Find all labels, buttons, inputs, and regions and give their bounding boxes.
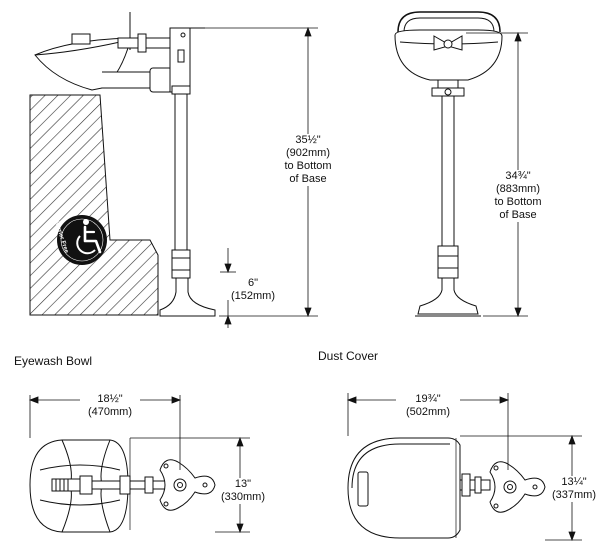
dim-side-base: 6" (152mm) xyxy=(230,277,275,302)
front-bowl xyxy=(394,29,503,81)
dim-front-height: 34¾" (883mm) to Bottom of Base xyxy=(484,170,552,222)
side-bowl-spray-head xyxy=(71,33,91,45)
cover-top-view xyxy=(347,437,546,539)
hatched-wall xyxy=(29,94,159,316)
bowl-top-view xyxy=(29,438,216,533)
wheelchair-accessibility-icon xyxy=(76,219,102,255)
bowl-dimension-lines xyxy=(28,395,250,534)
front-base xyxy=(417,277,479,315)
front-column-collar xyxy=(437,245,459,279)
cover-top-valve-handle xyxy=(489,461,546,513)
side-base xyxy=(159,277,216,317)
front-dust-cover xyxy=(397,11,501,33)
section-title-dust-cover: Dust Cover xyxy=(318,349,379,363)
dim-side-height: 35½" (902mm) to Bottom of Base xyxy=(274,134,342,186)
accessibility-badge xyxy=(57,215,107,265)
section-title-eyewash-bowl: Eyewash Bowl xyxy=(14,354,93,368)
front-column xyxy=(441,95,455,247)
dim-cover-width: 19¾" (502mm) xyxy=(396,393,460,419)
dim-bowl-width: 18½" (470mm) xyxy=(80,393,140,419)
front-view xyxy=(394,11,503,317)
side-column xyxy=(174,91,188,251)
side-column-collar xyxy=(171,249,191,279)
dim-cover-depth: 13¼" (337mm) xyxy=(549,476,599,502)
side-view xyxy=(29,12,216,317)
dim-bowl-depth: 13" (330mm) xyxy=(218,478,268,504)
